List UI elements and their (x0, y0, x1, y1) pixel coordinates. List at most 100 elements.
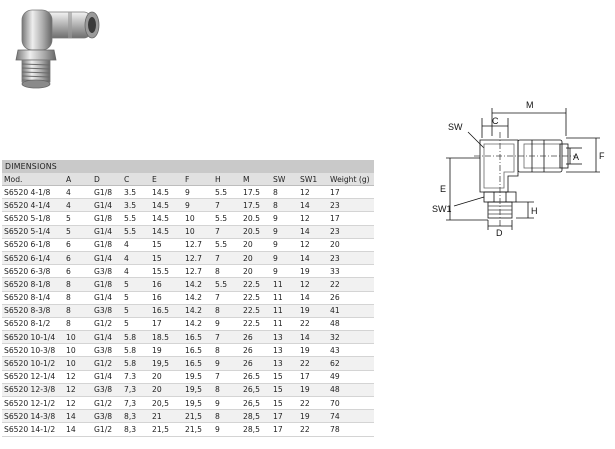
table-cell: 19 (298, 264, 328, 279)
table-cell: 20 (150, 383, 183, 398)
table-cell: 5 (122, 291, 150, 305)
table-cell: 23 (328, 251, 375, 266)
table-cell: 16.5 (183, 356, 213, 371)
table-cell: 7 (213, 291, 241, 305)
table-cell: 26 (241, 330, 271, 345)
table-cell: G1/8 (92, 238, 122, 252)
table-cell: 19 (150, 343, 183, 358)
table-cell: 12 (64, 370, 92, 384)
table-cell: 9 (213, 396, 241, 411)
table-cell: 22 (298, 356, 328, 371)
table-cell: 16.5 (183, 330, 213, 345)
table-cell: 20 (241, 238, 271, 252)
table-cell: 4 (122, 264, 150, 279)
table-title: DIMENSIONS (2, 160, 375, 173)
table-cell: 8 (271, 198, 298, 213)
table-cell: 4 (64, 185, 92, 200)
table-cell: G1/8 (92, 277, 122, 292)
table-cell: S6520 8-1/2 (2, 317, 64, 332)
table-cell: 9 (213, 317, 241, 332)
table-cell: 20,5 (150, 396, 183, 411)
table-cell: 3.5 (122, 185, 150, 200)
table-cell: 22.5 (241, 291, 271, 305)
label-a: A (573, 152, 579, 162)
table-cell: 17 (328, 185, 375, 200)
table-cell: 15 (271, 370, 298, 384)
table-cell: 10 (64, 343, 92, 358)
table-cell: 16 (150, 277, 183, 292)
table-cell: 13 (271, 330, 298, 345)
table-cell: 14.5 (150, 198, 183, 213)
column-header: C (122, 173, 150, 186)
column-header: A (64, 173, 92, 186)
table-cell: 20 (241, 251, 271, 266)
table-cell: 8 (213, 304, 241, 318)
table-cell: 5 (64, 211, 92, 226)
table-cell: 9 (183, 185, 213, 200)
table-cell: 20.5 (241, 211, 271, 226)
table-cell: 20 (328, 238, 375, 252)
table-cell: G1/2 (92, 396, 122, 411)
table-cell: 14 (298, 330, 328, 345)
table-cell: S6520 12-1/4 (2, 370, 64, 384)
table-cell: S6520 4-1/8 (2, 185, 64, 200)
table-cell: 22.5 (241, 304, 271, 318)
table-cell: S6520 8-1/4 (2, 291, 64, 305)
table-cell: 15 (150, 251, 183, 266)
table-cell: 49 (328, 370, 375, 384)
table-cell: 8 (271, 185, 298, 200)
table-cell: S6520 8-3/8 (2, 304, 64, 318)
table-cell: 17.5 (241, 185, 271, 200)
table-cell: 22 (328, 277, 375, 292)
column-header: SW1 (298, 173, 328, 186)
table-cell: 5.5 (122, 225, 150, 239)
table-cell: S6520 12-3/8 (2, 383, 64, 398)
table-cell: 8 (64, 291, 92, 305)
column-header: D (92, 173, 122, 186)
table-cell: 5.5 (213, 277, 241, 292)
table-cell: 19.5 (183, 370, 213, 384)
table-cell: 8 (213, 409, 241, 424)
table-cell: 12.7 (183, 251, 213, 266)
table-cell: G3/8 (92, 304, 122, 318)
table-cell: 26 (328, 291, 375, 305)
table-cell: 11 (271, 277, 298, 292)
table-cell: 14 (298, 225, 328, 239)
table-cell: G1/4 (92, 370, 122, 384)
table-cell: 5.5 (213, 238, 241, 252)
table-cell: 5.5 (122, 211, 150, 226)
table-cell: 5 (122, 304, 150, 318)
table-cell: S6520 6-1/4 (2, 251, 64, 266)
table-cell: 26 (241, 356, 271, 371)
table-cell: 7.3 (122, 370, 150, 384)
table-cell: G1/4 (92, 291, 122, 305)
table-cell: 10 (64, 330, 92, 345)
table-cell: S6520 5-1/4 (2, 225, 64, 239)
table-cell: 12 (64, 396, 92, 411)
table-cell: 7 (213, 370, 241, 384)
table-cell: 8,3 (122, 409, 150, 424)
table-cell: 12 (298, 277, 328, 292)
table-cell: 5 (122, 277, 150, 292)
table-cell: 14.2 (183, 277, 213, 292)
table-cell: 15 (150, 238, 183, 252)
table-cell: 20.5 (241, 225, 271, 239)
column-header: Weight (g) (328, 173, 375, 186)
label-f: F (599, 151, 605, 161)
table-cell: 5 (122, 317, 150, 332)
table-cell: 5.5 (213, 185, 241, 200)
table-cell: 16.5 (183, 343, 213, 358)
table-cell: G1/4 (92, 198, 122, 213)
table-cell: 26 (241, 343, 271, 358)
table-cell: 18.5 (150, 330, 183, 345)
table-cell: S6520 8-1/8 (2, 277, 64, 292)
table-cell: S6520 4-1/4 (2, 198, 64, 213)
table-cell: 14 (64, 422, 92, 437)
table-cell: 19,5 (150, 356, 183, 371)
table-cell: 15 (271, 383, 298, 398)
table-cell: 43 (328, 343, 375, 358)
